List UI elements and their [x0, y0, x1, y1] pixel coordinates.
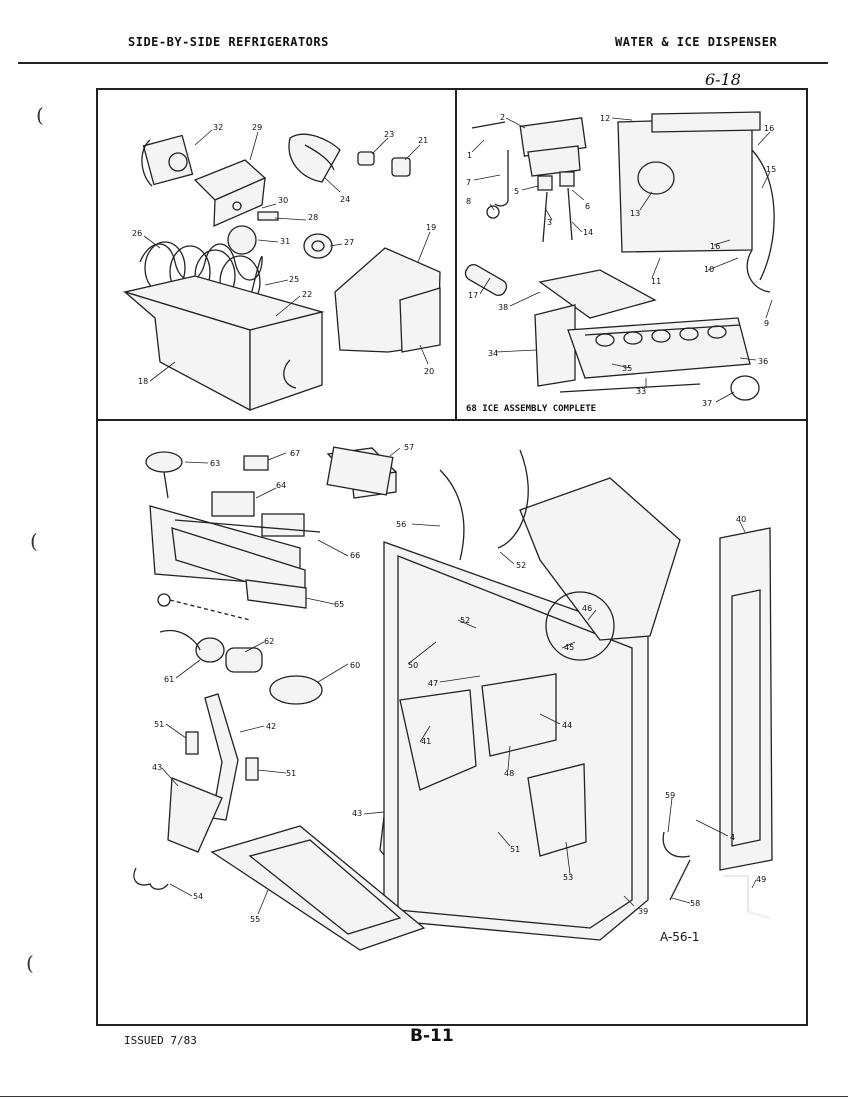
callout-label: 11: [651, 277, 661, 286]
handwritten-note: 6-18: [705, 70, 741, 89]
callout-label: 12: [600, 114, 610, 123]
callout-label: 7: [466, 178, 471, 187]
callout-label: 1: [467, 151, 472, 160]
callout-label: 48: [504, 769, 514, 778]
callout-label: 38: [498, 303, 508, 312]
callout-label: 65: [334, 600, 344, 609]
callout-label: 25: [289, 275, 299, 284]
callout-label: 67: [290, 449, 300, 458]
callout-label: 44: [562, 721, 572, 730]
callout-label: 36: [758, 357, 768, 366]
header-rule: [18, 62, 828, 64]
callout-label: 5: [514, 187, 519, 196]
callout-label: 37: [702, 399, 712, 408]
callout-label: 43: [152, 763, 162, 772]
header-left-title: SIDE-BY-SIDE REFRIGERATORS: [128, 35, 329, 49]
callout-label: 53: [563, 873, 573, 882]
callout-label: 52: [516, 561, 526, 570]
callout-label: 9: [764, 319, 769, 328]
callout-label: 20: [424, 367, 434, 376]
callout-label: 61: [164, 675, 174, 684]
callout-label: 16: [710, 242, 720, 251]
callout-label: 18: [138, 377, 148, 386]
callout-label: 40: [736, 515, 746, 524]
margin-mark: (: [36, 103, 44, 127]
callout-label: 63: [210, 459, 220, 468]
dispenser-housing-group: [326, 446, 773, 941]
callout-label: 31: [280, 237, 290, 246]
callout-leaders: [143, 117, 773, 915]
top-panel-divider: [455, 90, 457, 420]
callout-label: 66: [350, 551, 360, 560]
callout-label: 14: [583, 228, 593, 237]
callout-label: 2: [500, 113, 505, 122]
callout-label: 51: [286, 769, 296, 778]
callout-label: 45: [564, 643, 574, 652]
callout-label: 42: [266, 722, 276, 731]
panel-divider: [98, 419, 806, 421]
margin-mark: (: [30, 529, 38, 553]
page-number: B-11: [410, 1026, 454, 1046]
reference-code: A-56-1: [660, 930, 700, 944]
callout-label: 57: [404, 443, 414, 452]
auger-motor-group: [141, 133, 411, 259]
callout-label: 59: [665, 791, 675, 800]
callout-label: 21: [418, 136, 428, 145]
callout-label: 60: [350, 661, 360, 670]
callout-label: 29: [252, 123, 262, 132]
diagram-frame: [96, 88, 808, 1026]
callout-label: 51: [510, 845, 520, 854]
callout-label: 35: [622, 364, 632, 373]
callout-numbers: 32 29 23 21 24 30 28 31 27 26 19 25 22 1…: [132, 113, 776, 924]
callout-label: 28: [308, 213, 318, 222]
issued-date: ISSUED 7/83: [124, 1034, 197, 1047]
callout-label: 54: [193, 892, 203, 901]
callout-label: 4: [730, 833, 735, 842]
callout-label: 43: [352, 809, 362, 818]
callout-label: 55: [250, 915, 260, 924]
callout-label: 24: [340, 195, 350, 204]
callout-label: 15: [766, 165, 776, 174]
callout-label: 33: [636, 387, 646, 396]
callout-label: 58: [690, 899, 700, 908]
callout-label: 17: [468, 291, 478, 300]
bottom-rule: [0, 1096, 848, 1097]
callout-label: 26: [132, 229, 142, 238]
margin-mark: (: [26, 951, 34, 975]
water-valve-group: [471, 117, 587, 243]
dispenser-lamp-group: [159, 629, 323, 705]
callout-label: 41: [421, 737, 431, 746]
callout-label: 46: [582, 604, 592, 613]
callout-label: 56: [396, 520, 406, 529]
callout-label: 22: [302, 290, 312, 299]
callout-label: 39: [638, 907, 648, 916]
ice-bin-group: [122, 247, 441, 412]
callout-label: 47: [428, 679, 438, 688]
callout-label: 27: [344, 238, 354, 247]
callout-label: 13: [630, 209, 640, 218]
callout-label: 3: [547, 218, 552, 227]
callout-label: 16: [764, 124, 774, 133]
callout-label: 64: [276, 481, 286, 490]
callout-label: 62: [264, 637, 274, 646]
callout-label: 50: [408, 661, 418, 670]
callout-label: 23: [384, 130, 394, 139]
callout-label: 34: [488, 349, 498, 358]
callout-label: 6: [585, 202, 590, 211]
drip-tray-group: [133, 825, 771, 951]
ice-assembly-caption: 68 ICE ASSEMBLY COMPLETE: [466, 404, 597, 414]
callout-label: 49: [756, 875, 766, 884]
callout-label: 19: [426, 223, 436, 232]
ice-maker-group: [464, 111, 775, 401]
callout-label: 32: [213, 123, 223, 132]
callout-label: 51: [154, 720, 164, 729]
callout-label: 52: [460, 616, 470, 625]
callout-label: 30: [278, 196, 288, 205]
callout-label: 10: [704, 265, 714, 274]
header-right-title: WATER & ICE DISPENSER: [615, 35, 778, 49]
callout-label: 8: [466, 197, 471, 206]
